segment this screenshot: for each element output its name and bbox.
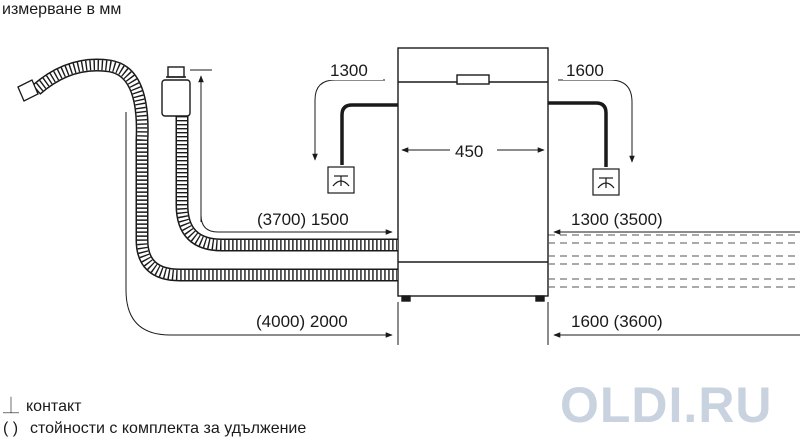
right-reach-arrow <box>558 79 635 163</box>
label-appliance-width: 450 <box>455 142 483 161</box>
right-foot <box>535 295 545 302</box>
label-left-upper-hose: (3700) 1500 <box>257 210 349 229</box>
left-reach-arrow <box>312 79 385 161</box>
power-cord-right <box>548 101 608 167</box>
label-right-lower-hose: 1600 (3600) <box>571 312 663 331</box>
legend-contact-symbol: ⏊ <box>3 396 19 415</box>
drain-hose-end <box>17 79 39 102</box>
legend-contact-label: контакт <box>26 398 82 415</box>
control-panel-display <box>456 74 490 85</box>
right-hose-lines <box>548 234 800 288</box>
edge-reference-lines <box>397 225 549 345</box>
left-socket <box>327 166 355 194</box>
inlet-hose <box>175 112 398 252</box>
aquastop-valve <box>161 66 191 117</box>
label-right-upper-hose: 1300 (3500) <box>571 210 663 229</box>
watermark-logo: OLDI.RU <box>560 377 773 433</box>
label-left-lower-hose: (4000) 2000 <box>256 312 348 331</box>
units-caption: измерване в мм <box>2 1 121 18</box>
dishwasher-body <box>397 47 549 302</box>
legend: ⏊ контакт ( ) стойности с комплекта за у… <box>3 396 306 437</box>
label-left-top-hose: 1300 <box>330 61 368 80</box>
power-cord-left <box>340 103 398 165</box>
label-right-top-hose: 1600 <box>566 61 604 80</box>
legend-parentheses-label: стойности с комплекта за удължение <box>30 420 306 437</box>
left-foot <box>401 295 411 302</box>
drain-hose <box>31 58 398 282</box>
right-socket <box>592 168 620 196</box>
inlet-length-guide <box>200 76 393 235</box>
drain-length-guide <box>125 112 393 338</box>
legend-parentheses-symbol: ( ) <box>3 420 18 437</box>
